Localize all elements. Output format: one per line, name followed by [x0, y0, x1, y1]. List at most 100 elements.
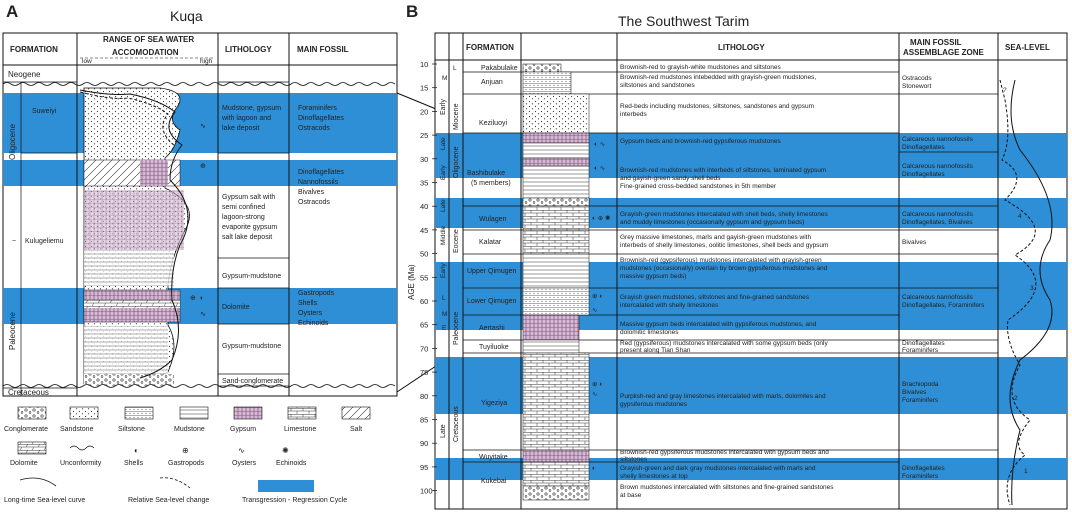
epoch-cretaceous-a: Cretaceous: [8, 388, 49, 397]
legend-oysters: Oysters: [232, 460, 257, 467]
legend-gastropods: Gastropods: [168, 460, 205, 467]
age-tick-label: 95: [420, 463, 428, 472]
fossil-b-14: Bivalves: [902, 389, 927, 396]
lith-a-8: Gypsum-mudstone: [222, 273, 281, 280]
cycle-swatch: [258, 480, 314, 492]
fossil-b-7: Dinoflagellates, Bivalves: [902, 219, 973, 226]
age-tick-label: 10: [420, 60, 428, 69]
accommodation-column: [79, 87, 190, 386]
lith-b-9: Grayish-green mudstones intercalated wit…: [620, 211, 828, 218]
legend-long-curve: Long-time Sea-level curve: [4, 497, 85, 504]
fossil-symbols-b3: ◐ ⊕ ✺: [592, 214, 611, 222]
fossil-b-9: Calcareous nannofossils: [902, 294, 974, 301]
oysters-icon: ∿: [238, 446, 245, 455]
fossil-a-7: Gastropods: [298, 290, 335, 297]
header-fossil-b1: MAIN FOSSIL: [910, 38, 962, 47]
shell-symbol-b2: ◐ ∿: [594, 165, 606, 172]
age-tick-label: 60: [420, 297, 428, 306]
lith-b-26: Grayish-green and dark gray mudstones in…: [620, 465, 816, 472]
lith-a-9: Dolomite: [222, 304, 250, 311]
legend-swatch-dolomite: [17, 441, 47, 455]
long-time-sea-level-curve: [1009, 79, 1053, 506]
legend-shells: Shells: [124, 460, 144, 467]
age-tick-label: 15: [420, 84, 428, 93]
fossil-a-1: Dinoflagellates: [298, 115, 344, 122]
lith-b-28: Brown mudstones intercalated with siltst…: [620, 484, 834, 491]
header-sealevel: SEA-LEVEL: [1005, 43, 1050, 52]
fossil-b-3: Dinoflagellates: [902, 144, 945, 151]
epoch-e-pal: E: [442, 325, 447, 332]
sea-mark-4: 1: [1024, 468, 1028, 475]
lith-b-29: at base: [620, 492, 642, 499]
fossil-b-16: Dinoflagellates: [902, 465, 945, 472]
panel-b: FORMATION LITHOLOGY MAIN FOSSIL ASSEMBLA…: [407, 32, 1068, 510]
epoch-miocene-b: Miocene: [453, 103, 460, 130]
lith-b-23: gypsiferous mudstones: [620, 401, 688, 408]
legend-swatch-sandstone: [69, 406, 99, 420]
legend-cycle: Transgression - Regression Cycle: [242, 497, 347, 504]
age-tick-label: 35: [420, 179, 428, 188]
formation-b-8: Lower Qimugen: [467, 298, 517, 305]
fossil-b-12: Foraminifers: [902, 347, 939, 354]
axis-age-label: AGE (Ma): [407, 264, 416, 300]
lith-b-18: Massive gypsum beds intercalated with gy…: [620, 321, 817, 328]
fossil-b-17: Foraminifers: [902, 473, 939, 480]
lith-b-4: interbeds: [620, 111, 647, 118]
shell-symbol-a2: ◐: [200, 295, 204, 302]
lith-b-27: shelly limestones at top: [620, 473, 688, 480]
fossil-b-0: Ostracods: [902, 75, 932, 82]
sea-mark-0: ?: [1003, 87, 1007, 94]
epoch-early-eo: Early: [440, 262, 447, 278]
label-low: low: [82, 58, 92, 65]
panel-b-letter: B: [406, 2, 419, 21]
lith-b-22: Purplish-red and gray limestones interca…: [620, 393, 826, 400]
age-tick-label: 100: [420, 487, 433, 496]
formation-b-12: Wuyitake: [479, 454, 508, 461]
legend-swatch-siltstone: [124, 406, 154, 420]
lith-b-1: Brownish-red mudstones intebedded with g…: [620, 74, 816, 81]
header-formation-b: FORMATION: [466, 43, 514, 52]
fossil-a-5: Bivalves: [298, 189, 325, 196]
formation-kulugeliemu: Kulugeliemu: [25, 238, 64, 245]
panel-a-letter: A: [6, 2, 19, 21]
legend-swatch-gypsum: [233, 406, 263, 420]
fossil-b-4: Calcareous nannofossils: [902, 163, 974, 170]
legend-echinoids: Echinoids: [276, 460, 307, 467]
fossil-b-13: Brachiopoda: [902, 381, 939, 388]
lith-a-7: salt lake deposit: [222, 234, 272, 241]
header-accommodation-a: ACCOMODATION: [112, 48, 179, 57]
formation-b-0: Pakabulake: [481, 65, 518, 72]
gastropod-symbol-a1: ⊕: [200, 163, 206, 170]
lith-b-11: Grey massive limestones, marls and gayis…: [620, 234, 811, 241]
unconformity-icon: [69, 445, 95, 451]
formation-suweiyi: Suweiyi: [32, 108, 57, 115]
lith-a-3: Gypsum salt with: [222, 194, 275, 201]
lith-b-10: and muddy limestones (occasionally gypsu…: [620, 219, 804, 226]
cycle-band-a3: [3, 288, 397, 324]
age-tick-label: 75: [420, 368, 428, 377]
age-tick-label: 85: [420, 416, 428, 425]
legend: Conglomerate Sandstone Siltstone Mudston…: [4, 406, 371, 504]
cycle-band-a1: [3, 93, 397, 153]
age-tick-label: 50: [420, 250, 428, 259]
lithology-column-b: ◐ ∿ ◐ ∿ ◐ ⊕ ✺ ⊕ ◐ ∿ ⊕ ◐ ∿ ◐: [522, 63, 611, 501]
shell-symbol-b1: ◐ ∿: [594, 141, 606, 148]
age-tick-label: 25: [420, 131, 428, 140]
formation-b-6: Kalatar: [479, 239, 502, 246]
epoch-l-mio: L: [453, 65, 457, 72]
epoch-middle-eo: Middle: [440, 225, 447, 245]
panel-b-title: The Southwest Tarim: [618, 13, 750, 29]
sea-mark-3: 2: [1014, 395, 1018, 402]
legend-salt: Salt: [350, 426, 362, 433]
header-lithology-b: LITHOLOGY: [718, 43, 765, 52]
lith-b-24: Brownish-red gypsiferous mudstones inter…: [620, 449, 829, 456]
age-tick-label: 55: [420, 273, 428, 282]
gastropod-symbol-a2: ⊕: [190, 295, 196, 302]
lith-b-14: mudstones (occasionally) overlain by bro…: [620, 265, 828, 272]
lith-b-15: massive gypsum beds): [620, 273, 686, 280]
age-tick-label: 65: [420, 321, 428, 330]
epoch-neogene-a: Neogene: [8, 70, 41, 79]
lith-a-4: semi confined: [222, 204, 265, 211]
epoch-early-mio: Early: [440, 99, 447, 115]
